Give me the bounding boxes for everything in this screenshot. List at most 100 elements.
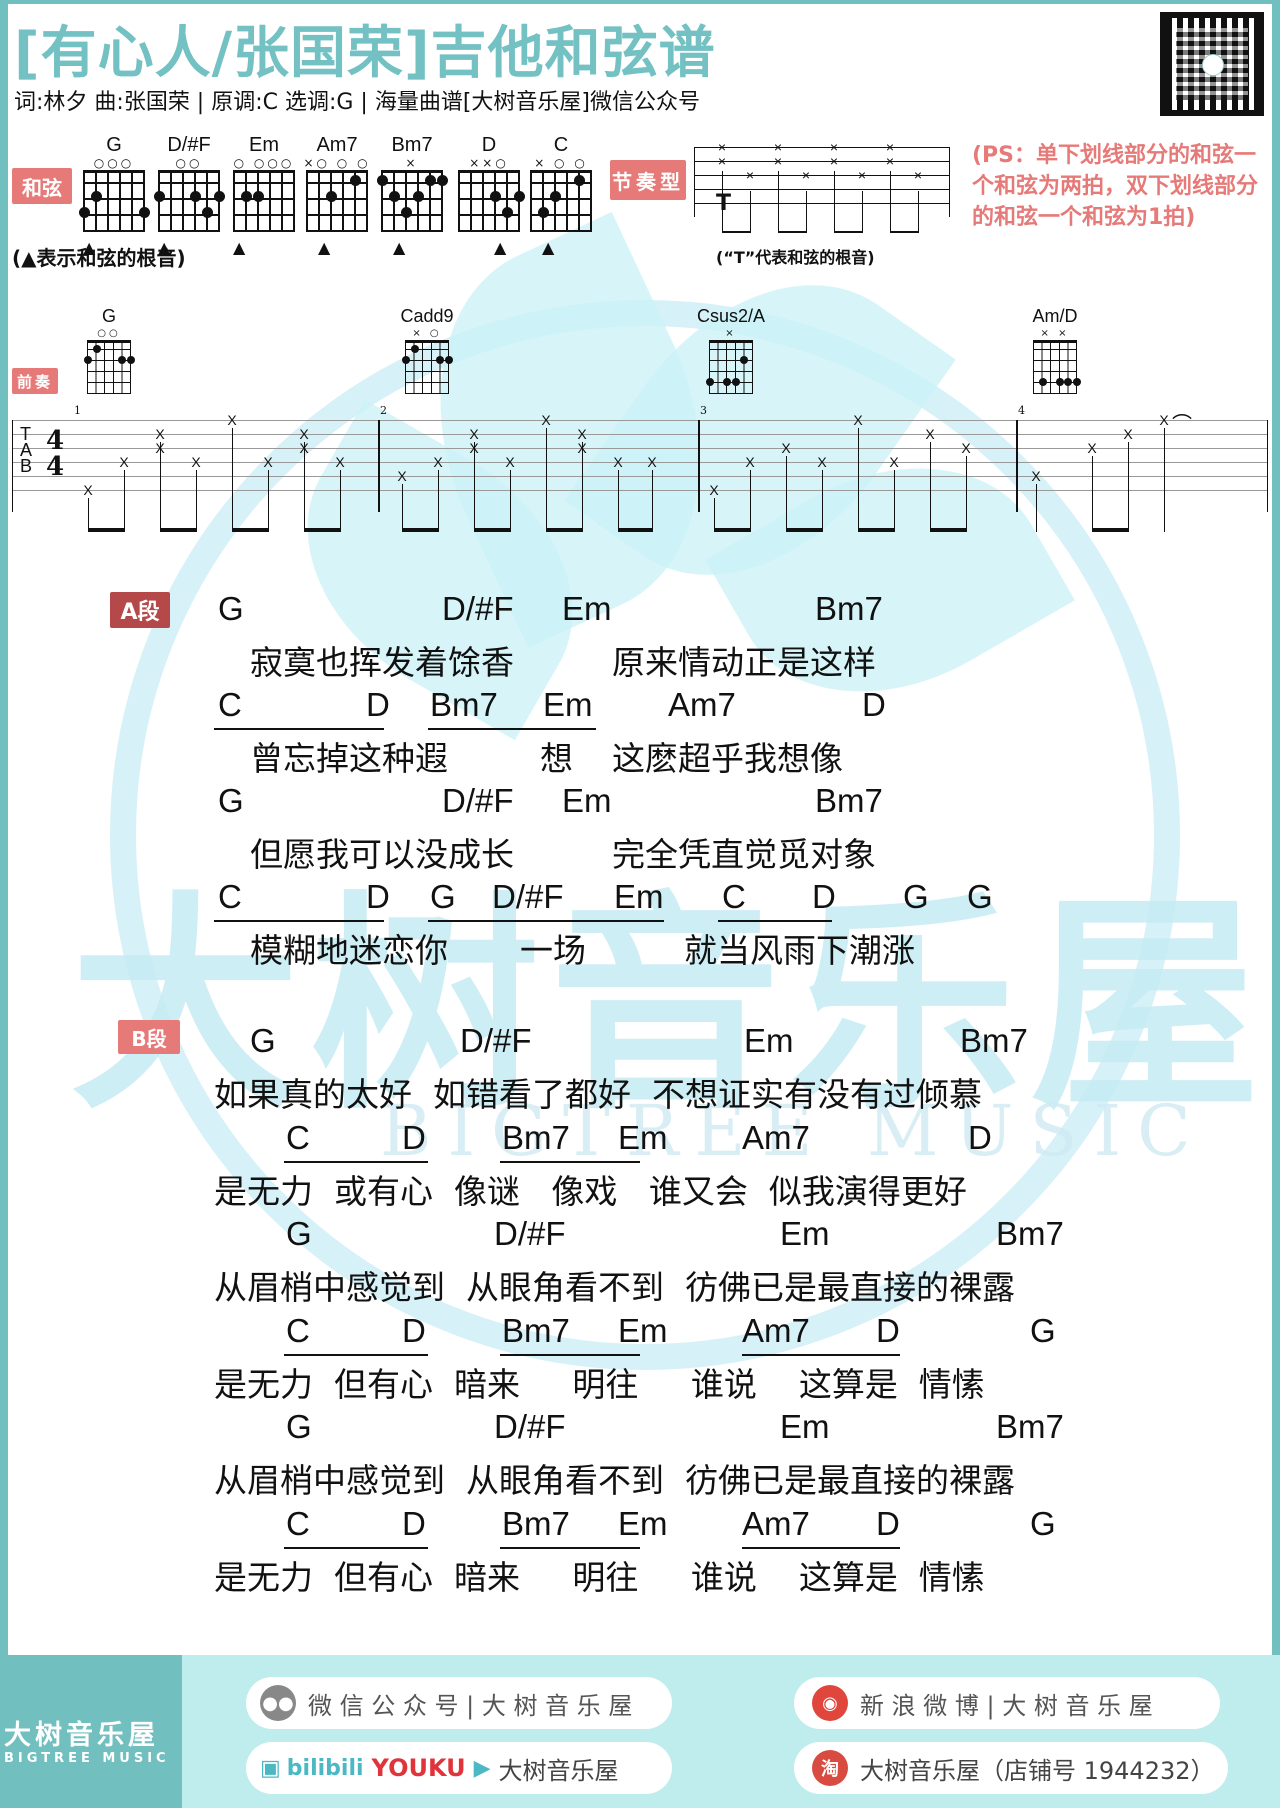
chord-label: D/#F <box>494 1408 566 1445</box>
lyric-line: 是无力 但有心 暗来 明往 谁说 这算是 情愫 <box>214 1364 985 1404</box>
lyric-line: 一场 <box>520 931 586 970</box>
lyric-line: 是无力 或有心 像谜 像戏 谁又会 似我演得更好 <box>214 1171 967 1211</box>
chord-label: D/#F <box>494 1215 566 1252</box>
note-stem <box>822 470 823 532</box>
tab-note: X <box>397 468 407 484</box>
chord-name: Csus2/A <box>696 306 766 326</box>
finger-dot <box>377 175 388 186</box>
open-mute-marks: × <box>725 328 737 339</box>
chord-name: G <box>106 134 122 156</box>
tab-note: X <box>577 426 587 442</box>
note-beam <box>474 528 511 532</box>
note-beam <box>304 528 341 532</box>
note-stem <box>714 498 715 532</box>
chord-name: D <box>481 134 497 156</box>
fretboard-grid <box>79 170 150 232</box>
tab-note: X <box>817 454 827 470</box>
chord-name: D/#F <box>167 134 211 156</box>
chord-label: C <box>722 878 746 915</box>
chord-label: Em <box>562 782 612 819</box>
finger-dot <box>402 356 410 364</box>
chord-diagram-g: G○○○▲ <box>79 134 150 257</box>
finger-dot <box>326 191 337 202</box>
chord-label: Bm7 <box>996 1408 1064 1445</box>
chord-label: D <box>968 1118 992 1156</box>
finger-dot <box>118 356 127 364</box>
finger-dot <box>425 175 436 186</box>
note-stem <box>722 171 723 233</box>
bilibili-logo[interactable]: bilibili <box>286 1755 364 1781</box>
chord-underline <box>742 1546 900 1549</box>
open-mute-marks: × <box>405 156 419 170</box>
wechat-icon: ●● <box>260 1685 296 1721</box>
finger-dot <box>502 207 513 218</box>
root-note-legend: (▲表示和弦的根音) <box>12 246 186 270</box>
finger-dot <box>401 207 412 218</box>
note-beam <box>160 528 197 532</box>
note-stem <box>510 470 511 532</box>
finger-dot <box>514 191 525 202</box>
weibo-link[interactable]: ◉ 新 浪 微 博 | 大 树 音 乐 屋 <box>794 1677 1220 1729</box>
note-stem <box>618 470 619 532</box>
note-beam <box>402 528 439 532</box>
note-stem <box>474 456 475 532</box>
lyric-line: 完全凭直觉觅对象 <box>612 835 876 874</box>
tab-note: X <box>299 440 309 456</box>
hit-mark: × <box>885 139 895 155</box>
chord-underline <box>742 1353 900 1356</box>
video-links[interactable]: ▣ bilibili YOUKU ▶ 大树音乐屋 <box>246 1742 672 1794</box>
chord-label: G <box>903 878 929 915</box>
youku-logo[interactable]: YOUKU <box>371 1754 466 1782</box>
note-beam <box>858 528 895 532</box>
note-beam <box>786 528 823 532</box>
tab-note: X <box>335 454 345 470</box>
lyric-line: 是无力 但有心 暗来 明往 谁说 这算是 情愫 <box>214 1557 985 1597</box>
rhythm-staff <box>694 147 950 217</box>
finger-dot <box>723 378 732 386</box>
tab-note: X <box>647 454 657 470</box>
tab-note: X <box>889 454 899 470</box>
chord-label: Am7 <box>742 1311 810 1349</box>
fretboard-grid <box>154 170 225 232</box>
qr-logo-icon <box>1202 54 1224 76</box>
chord-diagram-c: C× ○ ○▲ <box>527 134 595 257</box>
note-stem <box>858 428 859 532</box>
tie-icon: ⌒ <box>1172 412 1192 436</box>
chord-label: D <box>366 686 390 723</box>
chord-name: G <box>101 306 116 326</box>
note-stem <box>232 428 233 532</box>
finger-dot <box>253 191 264 202</box>
lyric-line: 寂寞也挥发着馀香 <box>250 643 514 682</box>
rhythm-pattern: ××××××××××××T <box>694 139 950 243</box>
tab-note: X <box>577 440 587 456</box>
section-b-tag: B段 <box>118 1020 180 1054</box>
tab-note: X <box>925 426 935 442</box>
root-triangle-icon: ▲ <box>494 238 507 257</box>
taobao-label: 大树音乐屋（店铺号 1944232） <box>860 1756 1215 1785</box>
note-stem <box>652 470 653 532</box>
taobao-link[interactable]: 淘 大树音乐屋（店铺号 1944232） <box>794 1742 1228 1794</box>
note-stem <box>340 470 341 532</box>
chord-label: Em <box>543 686 593 723</box>
tab-note: X <box>83 482 93 498</box>
note-beam <box>890 231 919 233</box>
note-stem <box>88 498 89 532</box>
open-mute-marks: × × <box>1040 328 1070 339</box>
root-triangle-icon: ▲ <box>158 238 171 257</box>
finger-dot <box>91 191 102 202</box>
hit-mark: × <box>717 153 727 169</box>
fretboard-grid <box>458 170 525 232</box>
finger-dot <box>139 207 150 218</box>
chord-underline <box>500 1160 640 1163</box>
tab-string-line <box>12 448 1268 449</box>
bar-line <box>378 420 380 512</box>
lyric-line: 模糊地迷恋你 <box>250 931 448 970</box>
note-beam <box>546 528 583 532</box>
chord-label: C <box>218 878 242 915</box>
footer-brand: 大树音乐屋 BIGTREE MUSIC <box>0 1655 182 1808</box>
wechat-link[interactable]: ●● 微 信 公 众 号 | 大 树 音 乐 屋 <box>246 1677 672 1729</box>
chord-label: Bm7 <box>815 782 883 819</box>
tab-note: X <box>1031 468 1041 484</box>
lyric-line: 就当风雨下潮涨 <box>684 931 915 970</box>
